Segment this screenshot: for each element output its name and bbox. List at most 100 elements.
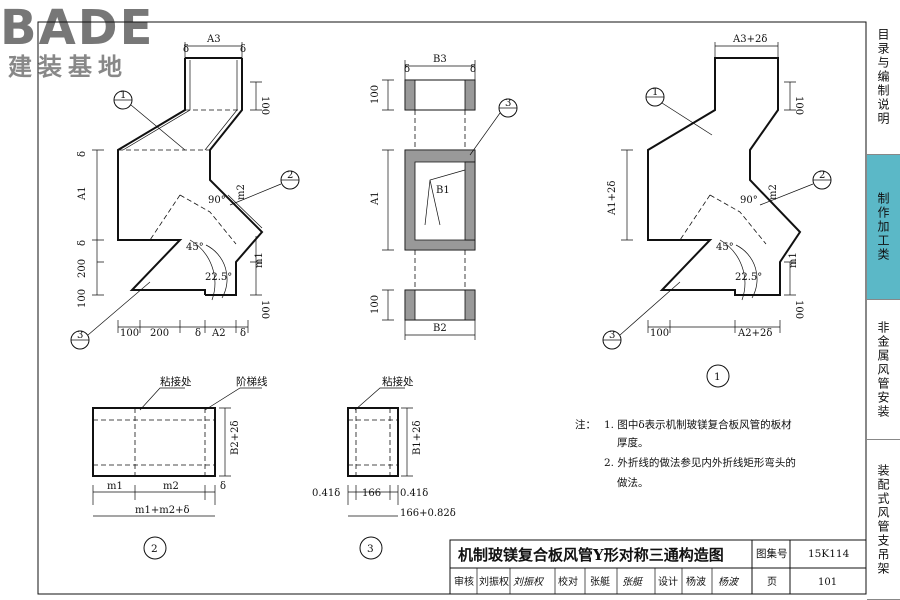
dim-b2: B2 xyxy=(433,323,447,334)
tb-reviewer: 刘振权 xyxy=(479,575,509,588)
angle-22: 22.5° xyxy=(205,272,232,283)
sidebar-item-label: 目录与编制说明 xyxy=(876,28,890,126)
dim-a2-2d: A2+2δ xyxy=(737,328,772,339)
tb-check-label: 校对 xyxy=(558,575,578,588)
dim-bottom-100: 100 xyxy=(120,328,139,339)
angle-90: 90° xyxy=(208,195,226,206)
label-glue-3: 粘接处 xyxy=(382,375,414,388)
callout-1: 1 xyxy=(113,90,186,151)
dim-200: 200 xyxy=(77,259,88,278)
right-view: A3+2δ A1+2δ 90° 45° 22.5° m1 m2 100 100 … xyxy=(602,34,832,388)
dim-d3-041-left: 0.41δ xyxy=(312,488,340,499)
callout-right-3: 3 xyxy=(602,281,681,350)
dim-b2-2d: B2+2δ xyxy=(230,421,241,455)
sidebar-item-label: 制作加工类 xyxy=(876,192,890,262)
tb-designer: 杨波 xyxy=(686,575,706,588)
dim-right-m2: m2 xyxy=(768,184,779,200)
logo: BADE 建装基地 xyxy=(0,4,175,94)
dim-bottom-delta-1: δ xyxy=(195,328,201,339)
dim-100-top: 100 xyxy=(259,96,270,115)
note-2a: 2. 外折线的做法参见内外折线矩形弯头的 xyxy=(604,456,796,469)
svg-text:1: 1 xyxy=(120,90,126,101)
dim-a3: A3 xyxy=(206,34,221,45)
sidebar-item-directory[interactable]: 目录与编制说明 xyxy=(867,0,900,155)
notes-prefix: 注： xyxy=(575,418,596,431)
dim-right-100-top: 100 xyxy=(793,96,804,115)
sidebar-item-label: 装配式风管支吊架 xyxy=(876,463,890,576)
tb-checker: 张艇 xyxy=(590,575,610,588)
svg-text:1: 1 xyxy=(714,371,721,383)
svg-text:2: 2 xyxy=(287,170,293,181)
dim-m2: m2 xyxy=(236,184,247,200)
dim-d2-m2: m2 xyxy=(163,481,179,492)
tb-review-label: 审核 xyxy=(454,575,474,588)
sheet-title: 机制玻镁复合板风管Y形对称三通构造图 xyxy=(458,546,724,564)
angle-right-22: 22.5° xyxy=(735,272,762,283)
dim-m1: m1 xyxy=(254,252,265,268)
svg-text:2: 2 xyxy=(151,543,158,555)
dim-bottom-delta-2: δ xyxy=(240,328,246,339)
svg-text:3: 3 xyxy=(505,98,511,109)
svg-text:1: 1 xyxy=(652,87,658,98)
dim-mid-a1: A1 xyxy=(370,191,381,206)
dim-b3: B3 xyxy=(433,54,447,65)
middle-view: B3 δ δ 100 A1 100 B1 B2 3 xyxy=(370,54,518,340)
note-1a: 1. 图中δ表示机制玻镁复合板风管的板材 xyxy=(604,418,792,431)
dim-d3-041-right: 0.41δ xyxy=(400,488,428,499)
dim-d2-delta: δ xyxy=(220,481,226,492)
view-label-1: 1 xyxy=(706,364,730,388)
note-2b: 做法。 xyxy=(617,476,649,489)
dim-delta-left-top: δ xyxy=(77,151,88,157)
sidebar-item-label: 非金属风管安装 xyxy=(876,320,890,419)
dim-right-bottom-100: 100 xyxy=(650,328,669,339)
angle-45: 45° xyxy=(186,242,204,253)
dim-100-left-bottom: 100 xyxy=(77,289,88,308)
dim-delta-mid-left: δ xyxy=(404,64,410,75)
dim-a3-2d: A3+2δ xyxy=(732,34,767,45)
dim-d3-total: 166+0.82δ xyxy=(400,508,456,519)
view-label-3: 3 xyxy=(359,536,383,560)
tb-checker-signature: 张艇 xyxy=(622,576,644,588)
note-1b: 厚度。 xyxy=(617,436,649,449)
dim-b1-2d: B1+2δ xyxy=(412,421,423,455)
tb-page-no: 101 xyxy=(818,577,837,588)
dim-mid-100-top: 100 xyxy=(370,85,381,104)
svg-text:3: 3 xyxy=(367,543,374,555)
dim-100-right-bottom: 100 xyxy=(259,300,270,319)
callout-right-2: 2 xyxy=(759,170,832,206)
dim-delta-left-bottom: δ xyxy=(77,240,88,246)
notes: 注： 1. 图中δ表示机制玻镁复合板风管的板材 厚度。 2. 外折线的做法参见内… xyxy=(575,418,796,489)
detail-3: 粘接处 B1+2δ 0.41δ 166 0.41δ 166+0.82δ 3 xyxy=(312,375,456,560)
atlas-no: 15K114 xyxy=(808,548,850,560)
tb-page-label: 页 xyxy=(767,576,777,588)
left-view: A3 δ δ 100 A1 δ δ 200 100 90° 45° 22.5° … xyxy=(70,34,300,350)
svg-text:3: 3 xyxy=(77,330,83,341)
callout-2: 2 xyxy=(229,170,300,206)
dim-b1: B1 xyxy=(436,185,450,196)
title-block: 机制玻镁复合板风管Y形对称三通构造图 图集号 15K114 审核 刘振权 刘振权… xyxy=(449,539,867,595)
sidebar-item-nonmetal-duct[interactable]: 非金属风管安装 xyxy=(867,300,900,440)
logo-name: BADE xyxy=(0,0,155,56)
dim-delta-top-right: δ xyxy=(240,44,246,55)
callout-3: 3 xyxy=(70,281,151,350)
svg-text:2: 2 xyxy=(819,170,825,181)
dim-bottom-a2: A2 xyxy=(211,328,226,339)
dim-d3-166: 166 xyxy=(362,488,381,499)
tb-reviewer-signature: 刘振权 xyxy=(513,576,545,588)
dim-a1-2d: A1+2δ xyxy=(607,181,618,216)
dim-a1: A1 xyxy=(77,186,88,201)
dim-d2-total: m1+m2+δ xyxy=(135,505,189,516)
dim-right-m1: m1 xyxy=(788,252,799,268)
tb-designer-signature: 杨波 xyxy=(718,576,740,588)
angle-right-45: 45° xyxy=(716,242,734,253)
label-glue: 粘接处 xyxy=(160,375,192,388)
dim-right-100-bottom: 100 xyxy=(793,300,804,319)
detail-2: 粘接处 阶梯线 B2+2δ m1 m2 δ m1+m2+δ 2 xyxy=(92,375,268,560)
tb-design-label: 设计 xyxy=(658,575,678,588)
dim-delta-mid-right: δ xyxy=(470,64,476,75)
sidebar-item-fabrication[interactable]: 制作加工类 xyxy=(867,155,900,300)
svg-text:3: 3 xyxy=(609,330,615,341)
logo-subtitle: 建装基地 xyxy=(8,53,128,81)
